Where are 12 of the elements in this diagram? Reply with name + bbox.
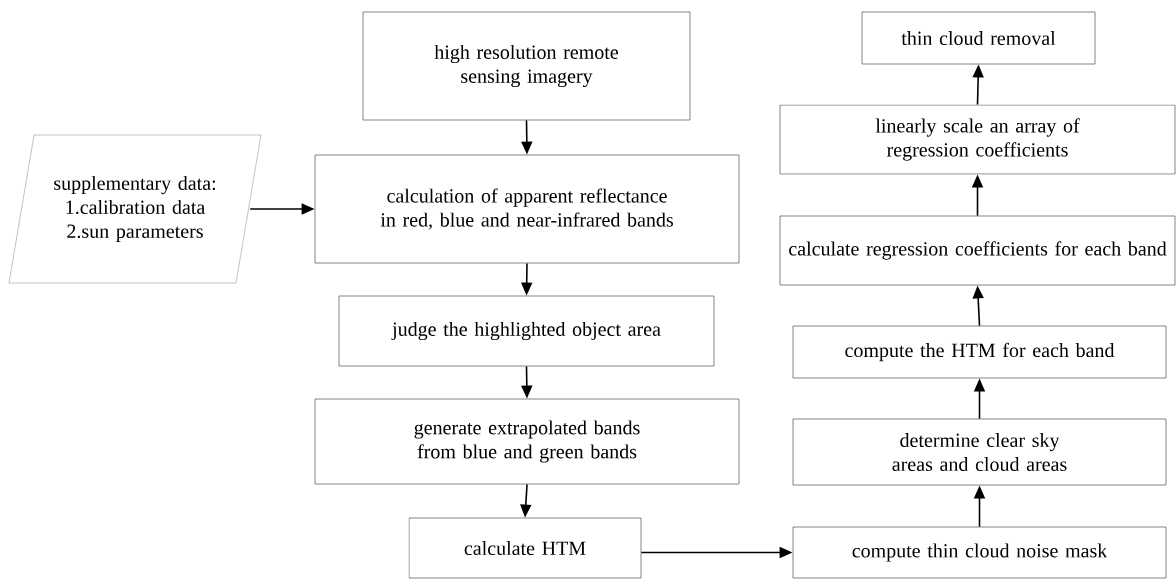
process-box: judge the highlighted object area [338,295,715,367]
process-box: compute the HTM for each band [792,325,1167,379]
data-parallelogram: supplementary data: 1.calibration data 2.sun parameters [8,134,262,284]
process-box: thin cloud removal [861,11,1096,65]
process-box: compute thin cloud noise mask [792,526,1167,579]
process-box: generate extrapolated bands from blue and green bands [314,398,740,485]
process-box: high resolution remote sensing imagery [362,11,691,121]
process-box: calculate HTM [408,517,642,579]
process-box: linearly scale an array of regression coefficients [779,104,1176,175]
process-box: determine clear sky areas and cloud areas [792,418,1167,486]
process-box: calculation of apparent reflectance in red, blue and near-infrared bands [314,154,740,264]
process-box: calculate regression coefficients for each band [779,215,1176,286]
